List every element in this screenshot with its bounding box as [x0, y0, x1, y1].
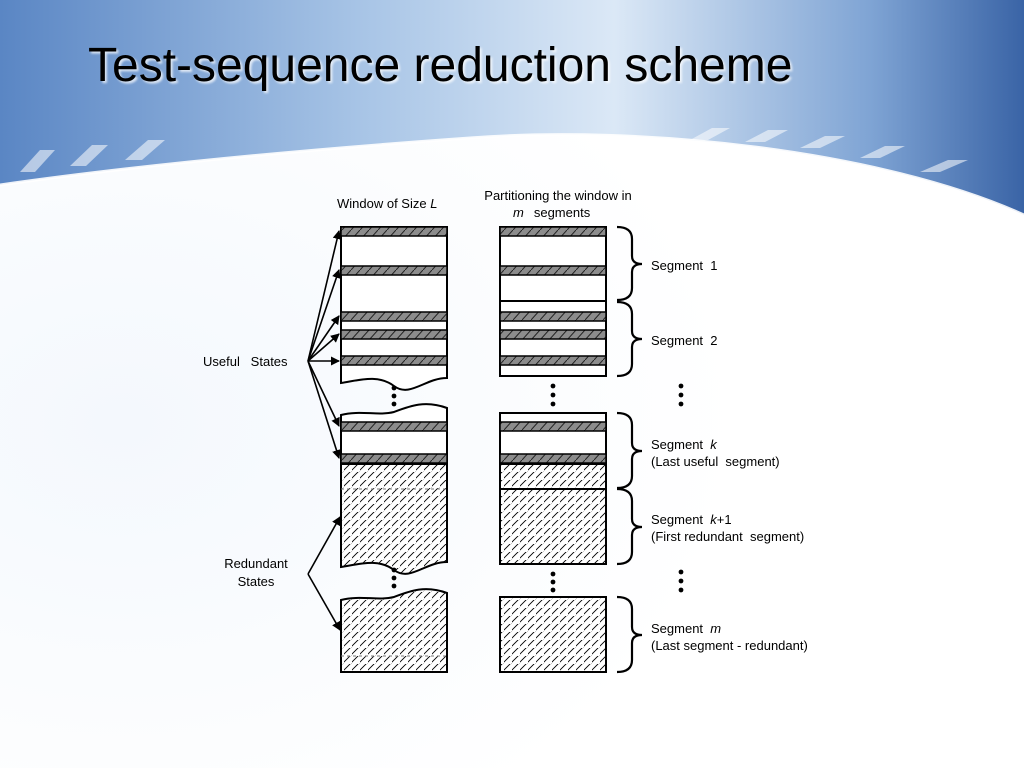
ellipsis-dots [391, 383, 684, 593]
useful-state-band [340, 355, 448, 366]
useful-state-band [499, 453, 607, 464]
partition-column [499, 226, 607, 673]
window-part-redundant-2 [340, 588, 448, 673]
brace-segment-k1 [616, 487, 643, 566]
useful-state-band [340, 311, 448, 322]
segment-1-label: Segment 1 [651, 258, 718, 273]
segment-m-note: (Last segment - redundant) [651, 638, 808, 653]
segment-k-note: (Last useful segment) [651, 454, 780, 469]
window-part-redundant-1 [340, 463, 448, 575]
useful-state-band [340, 226, 448, 237]
brace-segment-2 [616, 300, 643, 378]
useful-states-label: Useful States [203, 354, 288, 369]
useful-state-band [499, 226, 607, 237]
redundant-state-arrows [307, 516, 341, 631]
useful-state-band [340, 421, 448, 432]
header-curve [0, 133, 1024, 217]
window-part-mid [340, 403, 448, 465]
brace-segment-k [616, 411, 643, 490]
useful-state-band [340, 329, 448, 340]
header-stripes [20, 128, 968, 172]
segment-2-label: Segment 2 [651, 333, 718, 348]
useful-state-band [499, 355, 607, 366]
useful-state-band [499, 311, 607, 322]
partition-redundant-tail [499, 463, 607, 490]
window-heading: Window of Size L [337, 196, 437, 211]
header-band [0, 0, 1024, 215]
slide-title: Test-sequence reduction scheme [88, 39, 793, 92]
redundant-states-label-line1: Redundant [224, 556, 288, 571]
segment-braces [616, 225, 643, 674]
segment-k1-note: (First redundant segment) [651, 529, 804, 544]
useful-state-band [499, 421, 607, 432]
partition-heading-line1: Partitioning the window in [484, 188, 631, 203]
partition-segment-m [499, 596, 607, 673]
useful-state-band [340, 453, 448, 464]
brace-segment-1 [616, 225, 643, 302]
partition-segment-k1 [499, 488, 607, 565]
useful-state-band [499, 329, 607, 340]
segment-k1-label: Segment k+1 [651, 512, 732, 527]
window-column [340, 226, 448, 673]
useful-state-band [340, 265, 448, 276]
useful-state-band [499, 265, 607, 276]
segment-m-label: Segment m [651, 621, 721, 636]
segment-k-label: Segment k [651, 437, 718, 452]
brace-segment-m [616, 595, 643, 674]
redundant-states-label-line2: States [238, 574, 275, 589]
useful-state-arrows [307, 230, 342, 459]
